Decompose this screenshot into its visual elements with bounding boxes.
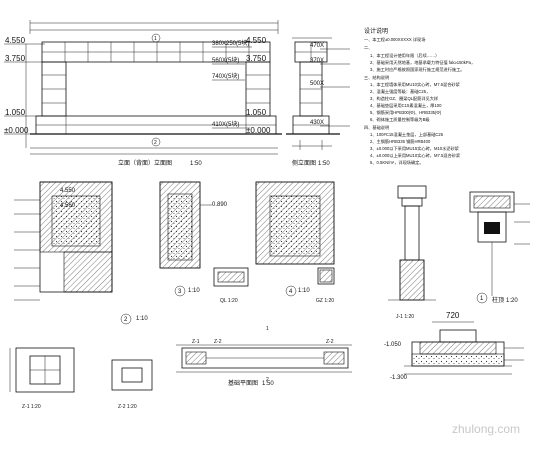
j1-label: J-1 1:20: [396, 314, 414, 320]
level-4550: 4.550: [5, 36, 26, 45]
axis-label-2: 2: [154, 140, 157, 146]
note-line: 4、±0.000以上采用MU10实心砖，M7.5混合砂浆: [370, 152, 461, 159]
side-scale: 1:50: [318, 161, 330, 167]
bubble-2-scale: 1:10: [136, 316, 148, 322]
callout-2: 560X(5块): [212, 56, 239, 64]
elevation-callouts: 380X250(5块) 560X(5块) 740X(5块) 410X(5块): [212, 39, 252, 129]
z-mark-2: Z-2: [214, 339, 222, 345]
note-line: 4、基础垫层采用C15素混凝土，厚100: [370, 102, 442, 109]
side-level-4: ±0.000: [246, 126, 271, 135]
note-line: 二、: [364, 45, 372, 50]
detail-section-2: 0.890 QL 1:20 3 1:10: [159, 181, 249, 304]
plan-scale: 1:50: [262, 381, 274, 387]
gz-label: GZ 1:20: [316, 298, 334, 304]
bubble-3-scale: 1:10: [188, 288, 200, 294]
elevation-scale: 1:50: [190, 161, 202, 167]
note-line: 5、0.5KN/m²，详现场确定。: [370, 159, 424, 166]
ql-label: QL 1:20: [220, 298, 238, 304]
beam-blocks: [42, 42, 270, 62]
note-line: 3、构造柱GZ、圈梁QL配筋详见大样: [370, 95, 438, 102]
col-bubble: 1: [480, 296, 484, 302]
detail-section-3: GZ 1:20 4 1:10: [255, 181, 335, 304]
bubble-2-label: 2: [124, 317, 128, 323]
z2-plan: Z-2 1:20: [111, 359, 153, 410]
note-line: 2、基础采用天然地基，地基承载力特征值 fak≥150kPa，: [370, 59, 475, 66]
z1-label: Z-1 1:20: [22, 404, 41, 410]
dim-720: 720: [446, 311, 460, 320]
plan-axis-1: 1: [266, 326, 269, 332]
note-line: 一、本工程±0.000XXXXX 详现场: [364, 36, 425, 43]
note-line: 1、本工程设计使用年限（后续……）: [370, 52, 439, 59]
z-mark-3: Z-2: [326, 339, 334, 345]
note-line: 1、本工程墙体采用MU10实心砖，M7.5混合砂浆: [370, 81, 461, 88]
col-scale: 1:20: [506, 298, 518, 304]
j1-level: -1.050: [384, 342, 402, 348]
note-line: 3、施工时应严格按照国家现行施工规范进行施工。: [370, 66, 464, 73]
level-3750: 3.750: [5, 54, 26, 63]
note-line: 四、基础说明: [364, 124, 389, 131]
note-line: 3、±0.000以下采用MU15实心砖，M10水泥砂浆: [370, 145, 460, 152]
foundation-section: 720 -1.050 -1.300: [384, 311, 524, 381]
plan-axis-2: 2: [266, 377, 269, 383]
side-level-3: 1.050: [246, 108, 267, 117]
bubble-3-label: 3: [178, 289, 182, 295]
bubble-4-scale: 1:10: [298, 288, 310, 294]
foundation-plan: Z-1 Z-2 Z-2 1 2 基础平面图 1:50: [176, 326, 352, 387]
side-level-2: 3.750: [246, 54, 267, 63]
side-elevation: 470X 370X 500X 430X 4.550 3.750 1.050 ±0…: [246, 36, 350, 167]
side-callout-3: 500X: [310, 81, 324, 87]
side-callout-1: 470X: [310, 43, 324, 49]
note-line: 三、结构说明: [364, 74, 389, 81]
d1-level-2: 4.560: [60, 203, 76, 209]
notes-title: 设计说明: [364, 27, 388, 35]
side-callout-2: 370X: [310, 58, 324, 64]
level-1050: 1.050: [5, 108, 26, 117]
col-title: 柱顶: [492, 296, 504, 304]
d1-level-1: 4.550: [60, 188, 76, 194]
side-level-1: 4.550: [246, 36, 267, 45]
note-line: 2、混凝土强度等级：基础C25，: [370, 88, 430, 95]
watermark: zhulong.com: [452, 422, 520, 436]
note-line: 6、砌体施工质量控制等级为B级: [370, 116, 430, 123]
callout-3: 740X(5块): [212, 72, 239, 80]
note-line: 2、主钢筋HRB335 钢筋HRB400: [370, 138, 431, 145]
detail-section-1: 4.550 4.560 2 1:10: [14, 181, 148, 325]
level-marks-left: 4.550 3.750 1.050 ±0.000: [4, 36, 45, 135]
column-cap-detail: 1 柱顶 1:20: [469, 191, 530, 304]
note-line: 1、100#C15混凝土垫层，上部基础C25: [370, 131, 444, 138]
callout-4: 410X(5块): [212, 120, 239, 128]
design-notes: 设计说明 一、本工程±0.000XXXXX 详现场 二、 1、本工程设计使用年限…: [364, 27, 475, 166]
callout-1: 380X250(5块): [212, 39, 249, 47]
side-title: 侧立面图: [292, 159, 316, 167]
z2-label: Z-2 1:20: [118, 404, 137, 410]
z1-plan: Z-1 1:20: [9, 347, 75, 410]
level-0000: ±0.000: [4, 126, 29, 135]
d2-level: 0.890: [212, 202, 228, 208]
plan-title: 基础平面图: [228, 379, 258, 387]
side-callout-4: 430X: [310, 120, 324, 126]
front-elevation: 4.550 3.750 1.050 ±0.000: [4, 20, 282, 167]
column-detail: J-1 1:20: [388, 185, 436, 320]
side-levels: 4.550 3.750 1.050 ±0.000: [246, 36, 271, 135]
z2-level: -1.300: [390, 375, 408, 381]
elevation-title: 立面（背面）立面图: [118, 159, 172, 167]
side-callouts: 470X 370X 500X 430X: [310, 43, 350, 127]
axis-label-1: 1: [154, 36, 157, 42]
z-mark-1: Z-1: [192, 339, 200, 345]
bubble-4-label: 4: [289, 289, 293, 295]
note-line: 5、钢筋采用HPB300(Φ)、HRB335(Φ): [370, 109, 442, 116]
